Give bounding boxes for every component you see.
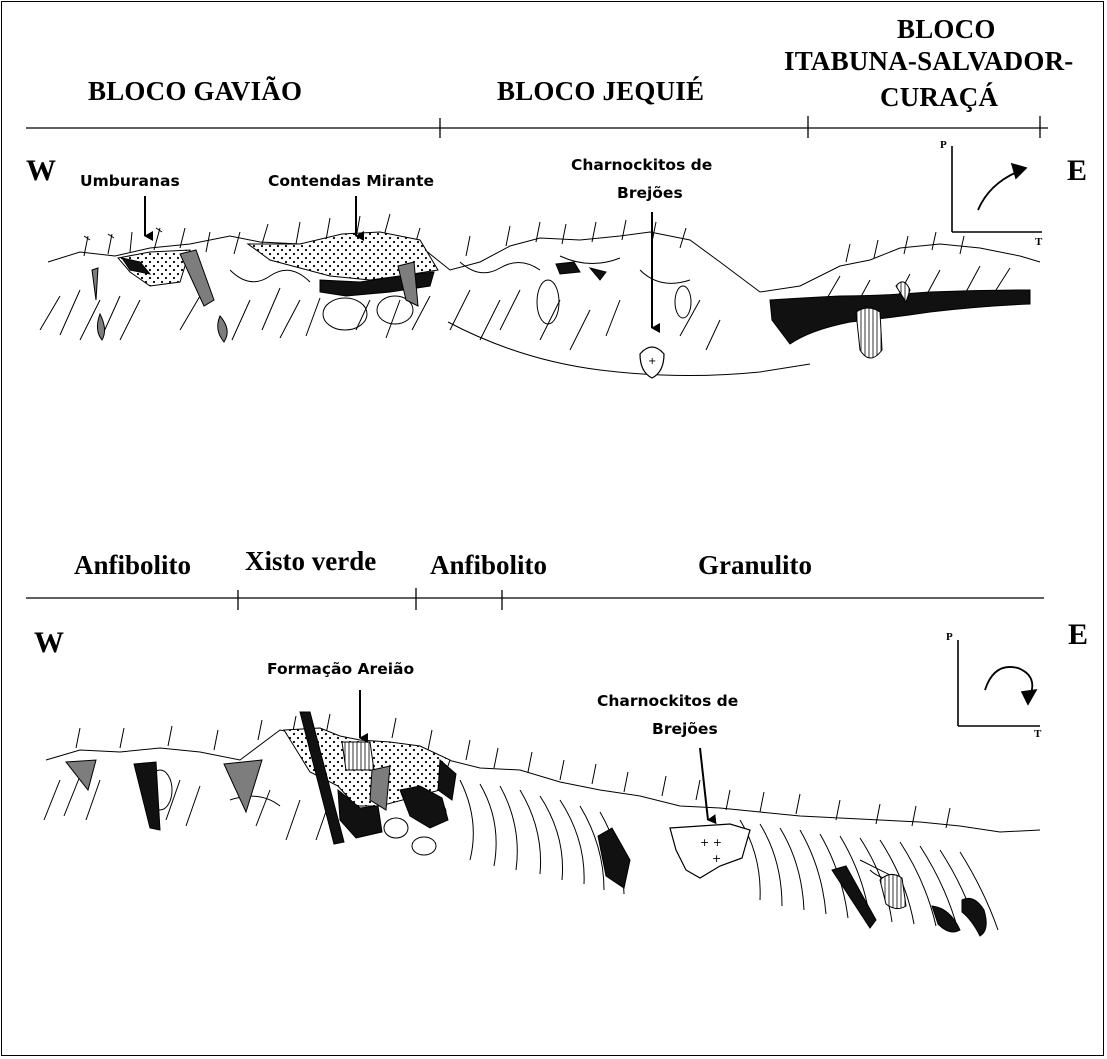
svg-text:+ +: + + bbox=[700, 836, 722, 849]
charnockite-body-bottom: + + + bbox=[670, 824, 750, 878]
svg-text:+: + bbox=[712, 852, 721, 865]
black-units-top bbox=[556, 262, 1030, 344]
pt-diagram-top bbox=[952, 146, 1042, 232]
charnockite-body-top: + bbox=[640, 347, 664, 378]
block-boundary-line bbox=[26, 116, 1048, 138]
granite-body-top bbox=[856, 282, 910, 358]
sedimentary-units-top bbox=[118, 232, 438, 296]
svg-text:+: + bbox=[648, 356, 656, 367]
black-units-bottom bbox=[134, 712, 986, 936]
facies-boundary-line bbox=[26, 588, 1044, 610]
pt-diagram-bottom bbox=[958, 640, 1040, 726]
granite-body-bottom bbox=[880, 874, 906, 908]
